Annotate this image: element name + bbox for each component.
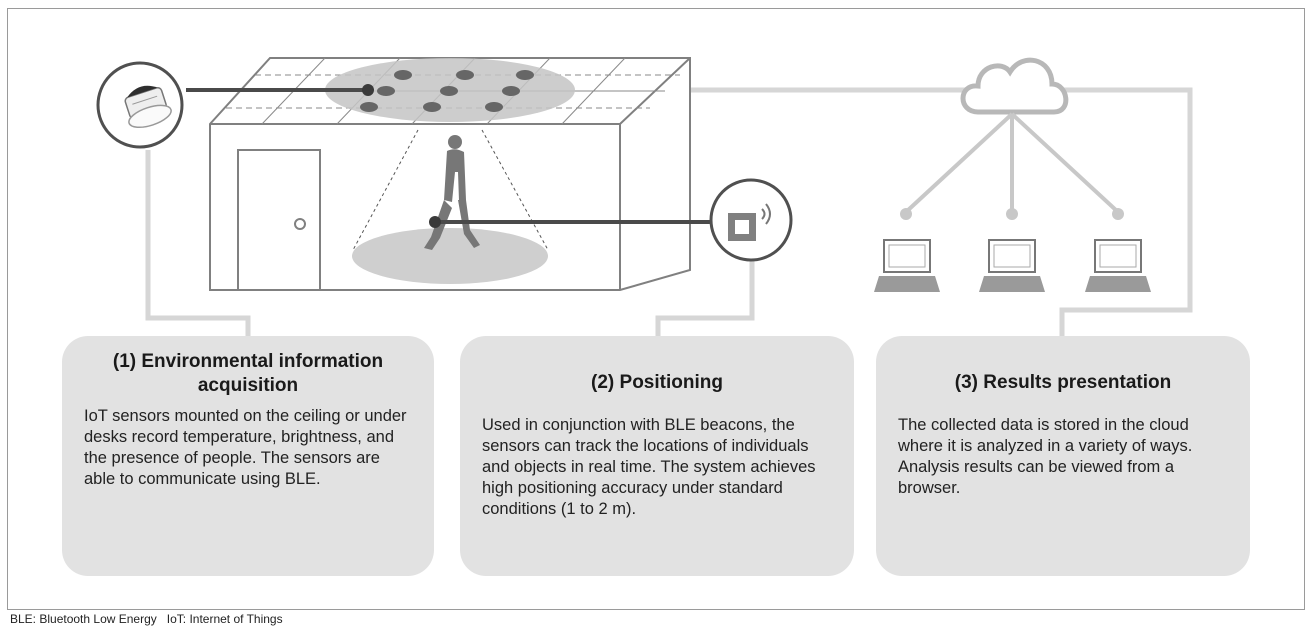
- detection-area: [352, 129, 549, 284]
- connector-line-3: [1040, 87, 1193, 340]
- pointer-end-dot: [362, 84, 374, 96]
- laptop-icon: [1085, 239, 1151, 292]
- iot-sensor-icon: [96, 61, 184, 149]
- ceiling-sensor: [377, 86, 395, 96]
- panel-body: IoT sensors mounted on the ceiling or un…: [84, 407, 407, 488]
- panel-title: (3) Results presentation: [954, 372, 1172, 393]
- ceiling-sensor: [516, 70, 534, 80]
- ceiling-sensor: [360, 102, 378, 112]
- ceiling-sensor: [423, 102, 441, 112]
- connector-line-1: [145, 150, 251, 340]
- panel-body: The collected data is stored in the clou…: [898, 416, 1193, 497]
- ceiling-sensor: [440, 86, 458, 96]
- ceiling-sensor: [502, 86, 520, 96]
- footnote: BLE: Bluetooth Low Energy IoT: Internet …: [10, 612, 283, 626]
- network-nodes: [900, 208, 1124, 220]
- ble-beacon-icon: [709, 178, 793, 262]
- connector-line-2: [655, 248, 755, 340]
- panel-positioning: (2) Positioning Used in conjunction with…: [460, 336, 854, 576]
- cloud-icon: [960, 57, 1069, 115]
- pointer-end-dot: [429, 216, 441, 228]
- ceiling-sensor: [485, 102, 503, 112]
- connector-lines: [145, 87, 1193, 340]
- panel-results-presentation: (3) Results presentation The collected d…: [876, 336, 1250, 576]
- ceiling-sensor: [394, 70, 412, 80]
- panel-title: (1) Environmental information acquisitio…: [112, 351, 384, 396]
- panel-title: (2) Positioning: [591, 372, 723, 393]
- network-tree: [904, 112, 1120, 214]
- panel-environmental-acquisition: (1) Environmental information acquisitio…: [62, 336, 434, 576]
- laptop-icon: [979, 239, 1045, 292]
- ceiling-sensor: [456, 70, 474, 80]
- laptop-icon: [874, 239, 940, 292]
- door-icon: [237, 149, 321, 291]
- pointer-lines: [186, 88, 712, 224]
- panel-body: Used in conjunction with BLE beacons, th…: [482, 416, 816, 518]
- ceiling-sensors: [360, 70, 534, 112]
